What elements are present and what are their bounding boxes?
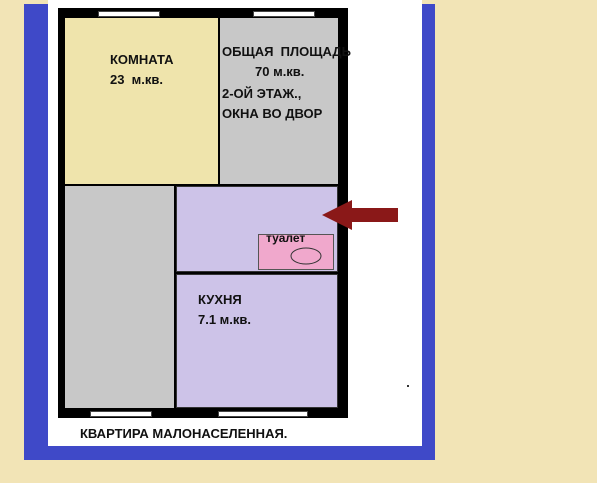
caption: КВАРТИРА МАЛОНАСЕЛЕННАЯ. (80, 426, 288, 441)
kitchen-area: 7.1 м.кв. (198, 312, 252, 327)
room-kitchen (176, 274, 338, 408)
total-area-label: ОБЩАЯ ПЛОЩАДЬ (222, 44, 351, 59)
stray-dot (407, 385, 409, 387)
corridor (65, 186, 176, 408)
kitchen-label: КУХНЯ (198, 292, 242, 307)
total-area-value: 70 м.кв. (255, 64, 305, 79)
window-top-left (98, 11, 160, 17)
window-top-right (253, 11, 315, 17)
room-label: КОМНАТА (110, 52, 174, 67)
room-komnata (65, 18, 220, 186)
window-bottom-right (218, 411, 308, 417)
entrance-arrow-icon (322, 200, 398, 230)
window-bottom-left (90, 411, 152, 417)
windows-label: ОКНА ВО ДВОР (222, 106, 323, 121)
room-right-grey (220, 18, 338, 184)
toilet-label: туалет (266, 231, 306, 245)
toilet-icon (290, 247, 322, 265)
room-area: 23 м.кв. (110, 72, 164, 87)
floor-label: 2-ОЙ ЭТАЖ., (222, 86, 302, 101)
floor-plan (58, 8, 348, 418)
